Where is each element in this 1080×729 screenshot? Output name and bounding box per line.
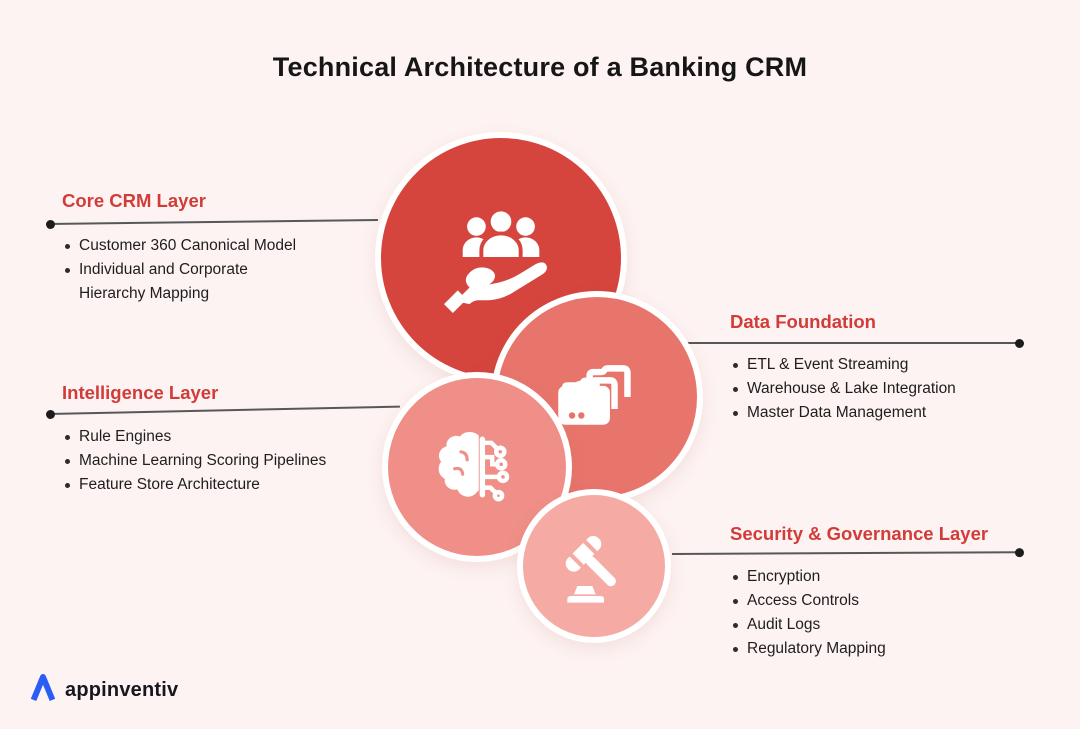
- bullet-list-data-foundation: ETL & Event Streaming Warehouse & Lake I…: [730, 353, 1030, 425]
- list-item: Rule Engines: [62, 425, 382, 449]
- list-item: Encryption: [730, 565, 1030, 589]
- appinventiv-logo-icon: [28, 672, 58, 709]
- gavel-icon: [554, 526, 634, 606]
- list-item: Warehouse & Lake Integration: [730, 377, 1030, 401]
- page-title: Technical Architecture of a Banking CRM: [272, 52, 808, 82]
- brand-logo: appinventiv: [28, 672, 178, 709]
- leader-line-core-crm: [45, 218, 378, 229]
- stacked-folders-icon: [549, 354, 645, 440]
- section-heading-intelligence: Intelligence Layer: [62, 382, 219, 403]
- section-heading-security-governance: Security & Governance Layer: [730, 523, 989, 544]
- brand-name: appinventiv: [65, 679, 179, 701]
- line-end-dot: [1015, 338, 1024, 348]
- leader-line-intelligence: [45, 405, 400, 419]
- list-item: Access Controls: [730, 589, 1030, 613]
- list-item: Audit Logs: [730, 613, 1030, 637]
- line-end-dot: [45, 219, 56, 229]
- bullet-list-intelligence: Rule Engines Machine Learning Scoring Pi…: [62, 425, 382, 497]
- bullet-list-core-crm: Customer 360 Canonical Model Individual …: [62, 234, 314, 306]
- list-item: Regulatory Mapping: [730, 637, 1030, 661]
- hand-holding-people-icon: [436, 202, 566, 314]
- core-crm-bubble: [375, 132, 627, 384]
- line-end-dot: [1014, 547, 1025, 557]
- leader-line-security-governance: [671, 547, 1025, 557]
- list-item: Machine Learning Scoring Pipelines: [62, 449, 382, 473]
- ai-brain-circuit-icon: [434, 428, 520, 506]
- section-heading-data-foundation: Data Foundation: [730, 311, 876, 332]
- security-governance-bubble: [517, 489, 671, 643]
- list-item: Master Data Management: [730, 401, 1030, 425]
- list-item: ETL & Event Streaming: [730, 353, 1030, 377]
- list-item: Customer 360 Canonical Model: [62, 234, 314, 258]
- bullet-list-security-governance: Encryption Access Controls Audit Logs Re…: [730, 565, 1030, 661]
- leader-line-data-foundation: [686, 338, 1024, 348]
- line-end-dot: [45, 409, 56, 419]
- list-item: Individual and Corporate Hierarchy Mappi…: [62, 258, 314, 306]
- section-heading-core-crm: Core CRM Layer: [62, 190, 206, 211]
- list-item: Feature Store Architecture: [62, 473, 382, 497]
